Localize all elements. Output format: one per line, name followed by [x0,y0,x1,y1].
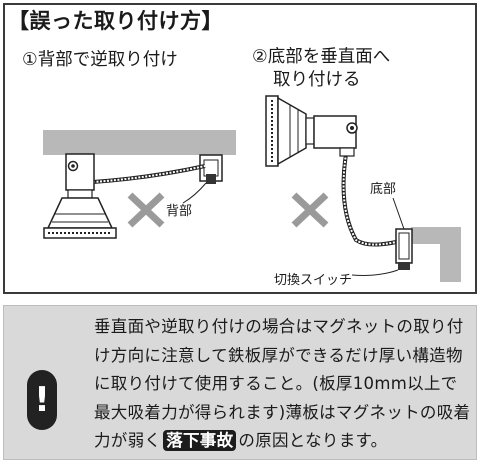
caution-text: 垂直面や逆取り付けの場合はマグネットの取り付け方向に注意して鉄板厚ができるだけ厚… [94,313,474,456]
illustration [43,95,461,282]
case1-caption: ①背部で逆取り付け [22,50,178,70]
section-heading: 【誤った取り付け方】 [8,9,223,33]
label-back: 背部 [166,204,193,219]
ceiling-mount-illustration [43,130,236,239]
cross-mark-2 [291,192,329,228]
flex-arm [92,164,206,184]
lamp-body [65,153,95,191]
label-switch: 切換スイッチ [274,273,353,288]
switch [398,262,410,270]
ceiling-plate [43,130,236,155]
wall-block [411,227,461,282]
label-bottom: 底部 [370,182,397,197]
cross-mark-1 [127,192,165,228]
case2-caption-line2: 取り付ける [273,70,361,90]
leader-bottom [392,197,405,230]
leader-switch [351,269,399,276]
leader-back [182,182,207,204]
lamp-body-2 [313,115,357,149]
wall-mount-illustration [265,95,461,282]
case2-caption-line1: ②底部を垂直面へ [252,47,391,67]
caution-highlight: 落下事故 [163,430,237,451]
caution-text-main: 垂直面や逆取り付けの場合はマグネットの取り付け方向に注意して鉄板厚ができるだけ厚… [94,317,471,450]
lamp-head-2 [277,96,307,166]
case2-caption: ②底部を垂直面へ 取り付ける [252,46,390,92]
exclamation-icon: ! [27,370,57,430]
lamp-head [46,197,114,229]
caution-panel [3,305,477,460]
lamp-lens-2 [265,95,279,167]
caution-text-end: の原因となります。 [238,431,388,450]
